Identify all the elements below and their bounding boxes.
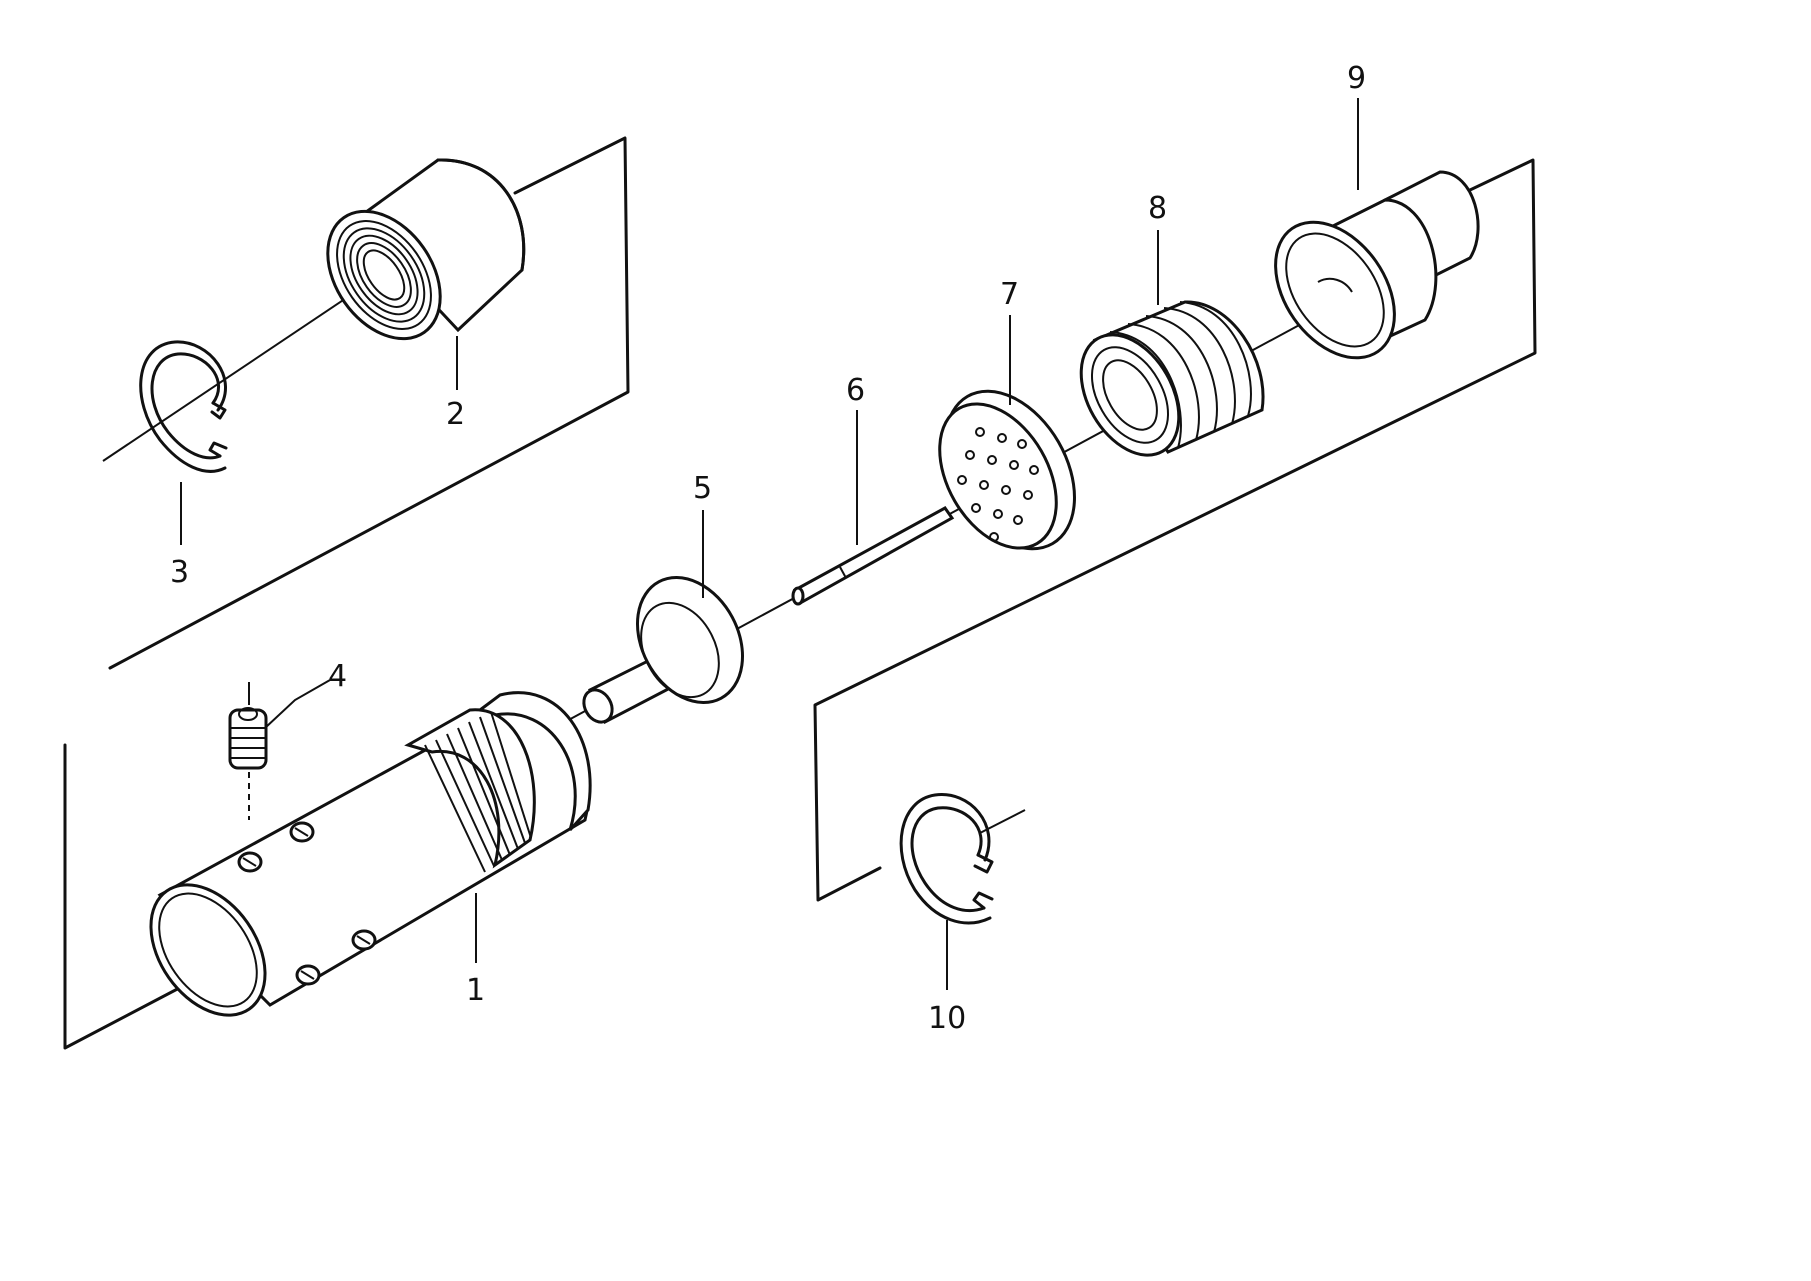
callout-3: 3: [170, 555, 189, 590]
part-7-insert-disc: [938, 389, 1076, 551]
callout-8: 8: [1148, 191, 1167, 226]
callout-5: 5: [693, 471, 712, 506]
insert-holes: [957, 427, 1039, 542]
callout-2: 2: [446, 397, 465, 432]
right-plane: [813, 158, 1537, 902]
leader-lines: [180, 98, 1359, 990]
callout-1: 1: [466, 973, 485, 1008]
callout-6: 6: [846, 373, 865, 408]
exploded-view-diagram: 1 2 3 4 5 6 7 8 9 10: [63, 61, 1537, 1050]
callout-4: 4: [328, 659, 347, 694]
part-10-retaining-ring: [899, 793, 994, 925]
callout-9: 9: [1347, 61, 1366, 96]
callout-labels: 1 2 3 4 5 6 7 8 9 10: [170, 61, 1366, 1036]
part-5-flanged-pin: [582, 576, 745, 725]
part-9-end-cap: [1274, 170, 1480, 360]
knurl-hatching: [424, 711, 532, 873]
callout-7: 7: [1000, 277, 1019, 312]
part-6-pin: [791, 506, 955, 606]
part-3-retaining-ring: [139, 340, 228, 473]
part-4-set-screw: [228, 682, 268, 820]
part-8-threaded-sleeve: [1079, 300, 1265, 457]
part-2-threaded-nut: [326, 158, 526, 341]
upper-left-plane: [108, 136, 630, 670]
lower-left-plane: [63, 743, 187, 1050]
part-1-connector-body: [149, 691, 592, 1017]
callout-10: 10: [928, 1001, 966, 1036]
